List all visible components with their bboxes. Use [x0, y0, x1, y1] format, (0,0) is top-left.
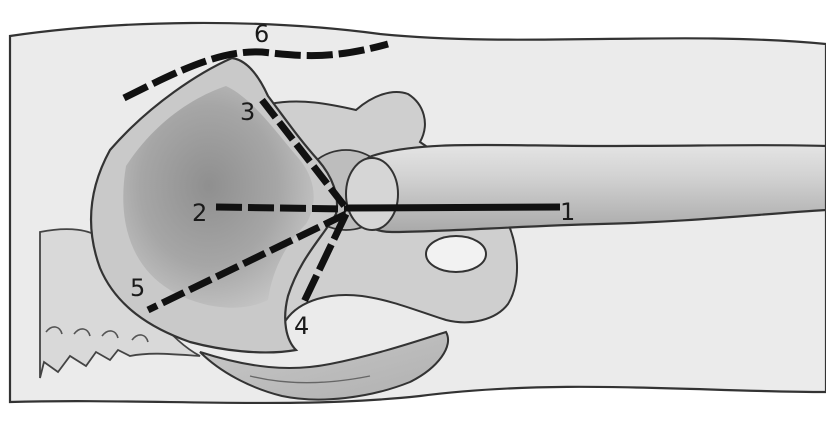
- label-4: 4: [294, 312, 309, 340]
- line-1: [346, 207, 560, 208]
- obturator-foramen: [426, 236, 486, 272]
- label-2: 2: [192, 199, 207, 227]
- label-1: 1: [560, 198, 575, 226]
- label-6: 6: [254, 20, 269, 48]
- label-3: 3: [240, 98, 255, 126]
- label-5: 5: [130, 274, 145, 302]
- femoral-head: [346, 158, 398, 230]
- line-2: [216, 207, 346, 209]
